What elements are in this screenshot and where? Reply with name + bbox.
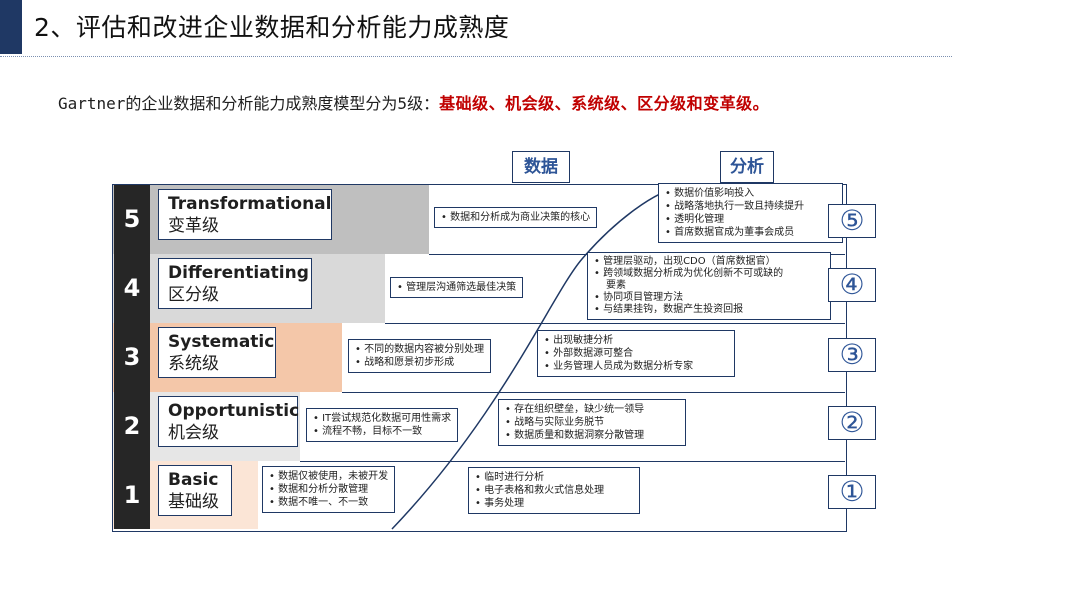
level-2-circle-marker: ② — [828, 406, 876, 440]
level-4-data-box: 管理层沟通筛选最佳决策 — [390, 277, 524, 298]
level-4-analysis-box: 管理层驱动，出现CDO（首席数据官） 跨领域数据分析成为优化创新不可或缺的 要素… — [587, 252, 831, 320]
level-2-analysis-box: 存在组织壁垒，缺少统一领导 战略与实际业务脱节 数据质量和数据洞察分散管理 — [498, 399, 686, 446]
level-1-circle-marker: ① — [828, 475, 876, 509]
level-3-circle-marker: ③ — [828, 338, 876, 372]
level-1-number: 1 — [114, 461, 150, 529]
level-1-data-item-1: 数据仅被使用，未被开发 — [269, 470, 388, 483]
level-5-analysis-item-3: 透明化管理 — [665, 213, 836, 226]
level-1-analysis-item-2: 电子表格和救火式信息处理 — [475, 484, 633, 497]
level-3-analysis-item-2: 外部数据源可整合 — [544, 347, 728, 360]
intro-text: Gartner的企业数据和分析能力成熟度模型分为5级：基础级、机会级、系统级、区… — [58, 90, 769, 114]
level-5-zh: 变革级 — [168, 216, 219, 236]
level-2-analysis-item-2: 战略与实际业务脱节 — [505, 416, 679, 429]
level-3-number: 3 — [114, 323, 150, 392]
level-5-analysis-item-1: 数据价值影响投入 — [665, 187, 836, 200]
level-4-analysis-item-1: 管理层驱动，出现CDO（首席数据官） — [594, 256, 824, 268]
level-1-analysis-item-3: 事务处理 — [475, 497, 633, 510]
column-header-data: 数据 — [512, 151, 570, 183]
level-2-analysis-item-1: 存在组织壁垒，缺少统一领导 — [505, 403, 679, 416]
level-5-analysis-item-4: 首席数据官成为董事会成员 — [665, 226, 836, 239]
level-1-zh: 基础级 — [168, 492, 219, 512]
level-5-analysis-box: 数据价值影响投入 战略落地执行一致且持续提升 透明化管理 首席数据官成为董事会成… — [658, 183, 843, 243]
level-3-data-item-1: 不同的数据内容被分别处理 — [355, 343, 484, 356]
level-3-analysis-item-1: 出现敏捷分析 — [544, 334, 728, 347]
intro-prefix: Gartner的企业数据和分析能力成熟度模型分为5级： — [58, 94, 440, 113]
level-2-analysis-item-3: 数据质量和数据洞察分散管理 — [505, 429, 679, 442]
level-1-data-item-3: 数据不唯一、不一致 — [269, 496, 388, 509]
level-1-analysis-box: 临时进行分析 电子表格和救火式信息处理 事务处理 — [468, 467, 640, 514]
level-2-number: 2 — [114, 392, 150, 461]
level-5-data-box: 数据和分析成为商业决策的核心 — [434, 207, 598, 228]
page-title: 2、评估和改进企业数据和分析能力成熟度 — [34, 13, 510, 42]
level-4-analysis-item-2: 跨领域数据分析成为优化创新不可或缺的 — [594, 268, 824, 280]
level-2-en: Opportunistic — [168, 401, 300, 421]
level-5-circle-marker: ⑤ — [828, 204, 876, 238]
level-3-analysis-item-3: 业务管理人员成为数据分析专家 — [544, 360, 728, 373]
level-4-label: Differentiating 区分级 — [158, 258, 312, 309]
level-4-analysis-item-4: 协同项目管理方法 — [594, 292, 824, 304]
level-1-en: Basic — [168, 470, 219, 490]
title-accent-bar — [0, 0, 22, 54]
level-4-number: 4 — [114, 254, 150, 323]
level-2-data-box: IT尝试规范化数据可用性需求 流程不畅，目标不一致 — [306, 408, 459, 442]
level-5-number: 5 — [114, 185, 150, 254]
level-2-label: Opportunistic 机会级 — [158, 396, 300, 447]
row-divider-4-3 — [385, 323, 845, 324]
level-3-label: Systematic 系统级 — [158, 327, 276, 378]
level-4-data-item-1: 管理层沟通筛选最佳决策 — [397, 281, 516, 294]
level-3-zh: 系统级 — [168, 354, 219, 374]
row-divider-3-2 — [342, 392, 845, 393]
level-4-zh: 区分级 — [168, 285, 219, 305]
level-5-analysis-item-2: 战略落地执行一致且持续提升 — [665, 200, 836, 213]
column-header-analysis: 分析 — [720, 151, 774, 183]
level-1-label: Basic 基础级 — [158, 465, 232, 516]
level-4-en: Differentiating — [168, 263, 309, 283]
level-3-data-item-2: 战略和愿景初步形成 — [355, 356, 484, 369]
level-4-analysis-item-5: 与结果挂钩，数据产生投资回报 — [594, 304, 824, 316]
level-4-analysis-item-3: 要素 — [606, 280, 626, 291]
level-2-data-item-2: 流程不畅，目标不一致 — [313, 425, 451, 438]
intro-highlight: 基础级、机会级、系统级、区分级和变革级。 — [439, 94, 770, 113]
level-1-data-box: 数据仅被使用，未被开发 数据和分析分散管理 数据不唯一、不一致 — [262, 466, 396, 513]
level-5-label: Transformational 变革级 — [158, 189, 332, 240]
level-5-data-item-1: 数据和分析成为商业决策的核心 — [441, 211, 590, 224]
level-2-zh: 机会级 — [168, 423, 219, 443]
level-2-data-item-1: IT尝试规范化数据可用性需求 — [313, 412, 451, 425]
row-divider-2-1 — [300, 461, 845, 462]
level-5-en: Transformational — [168, 194, 332, 214]
level-1-analysis-item-1: 临时进行分析 — [475, 471, 633, 484]
level-3-data-box: 不同的数据内容被分别处理 战略和愿景初步形成 — [348, 339, 492, 373]
level-3-en: Systematic — [168, 332, 275, 352]
data-analysis-divider-curve — [391, 185, 683, 530]
level-1-data-item-2: 数据和分析分散管理 — [269, 483, 388, 496]
level-4-circle-marker: ④ — [828, 268, 876, 302]
title-divider — [0, 56, 952, 57]
level-3-analysis-box: 出现敏捷分析 外部数据源可整合 业务管理人员成为数据分析专家 — [537, 330, 735, 377]
